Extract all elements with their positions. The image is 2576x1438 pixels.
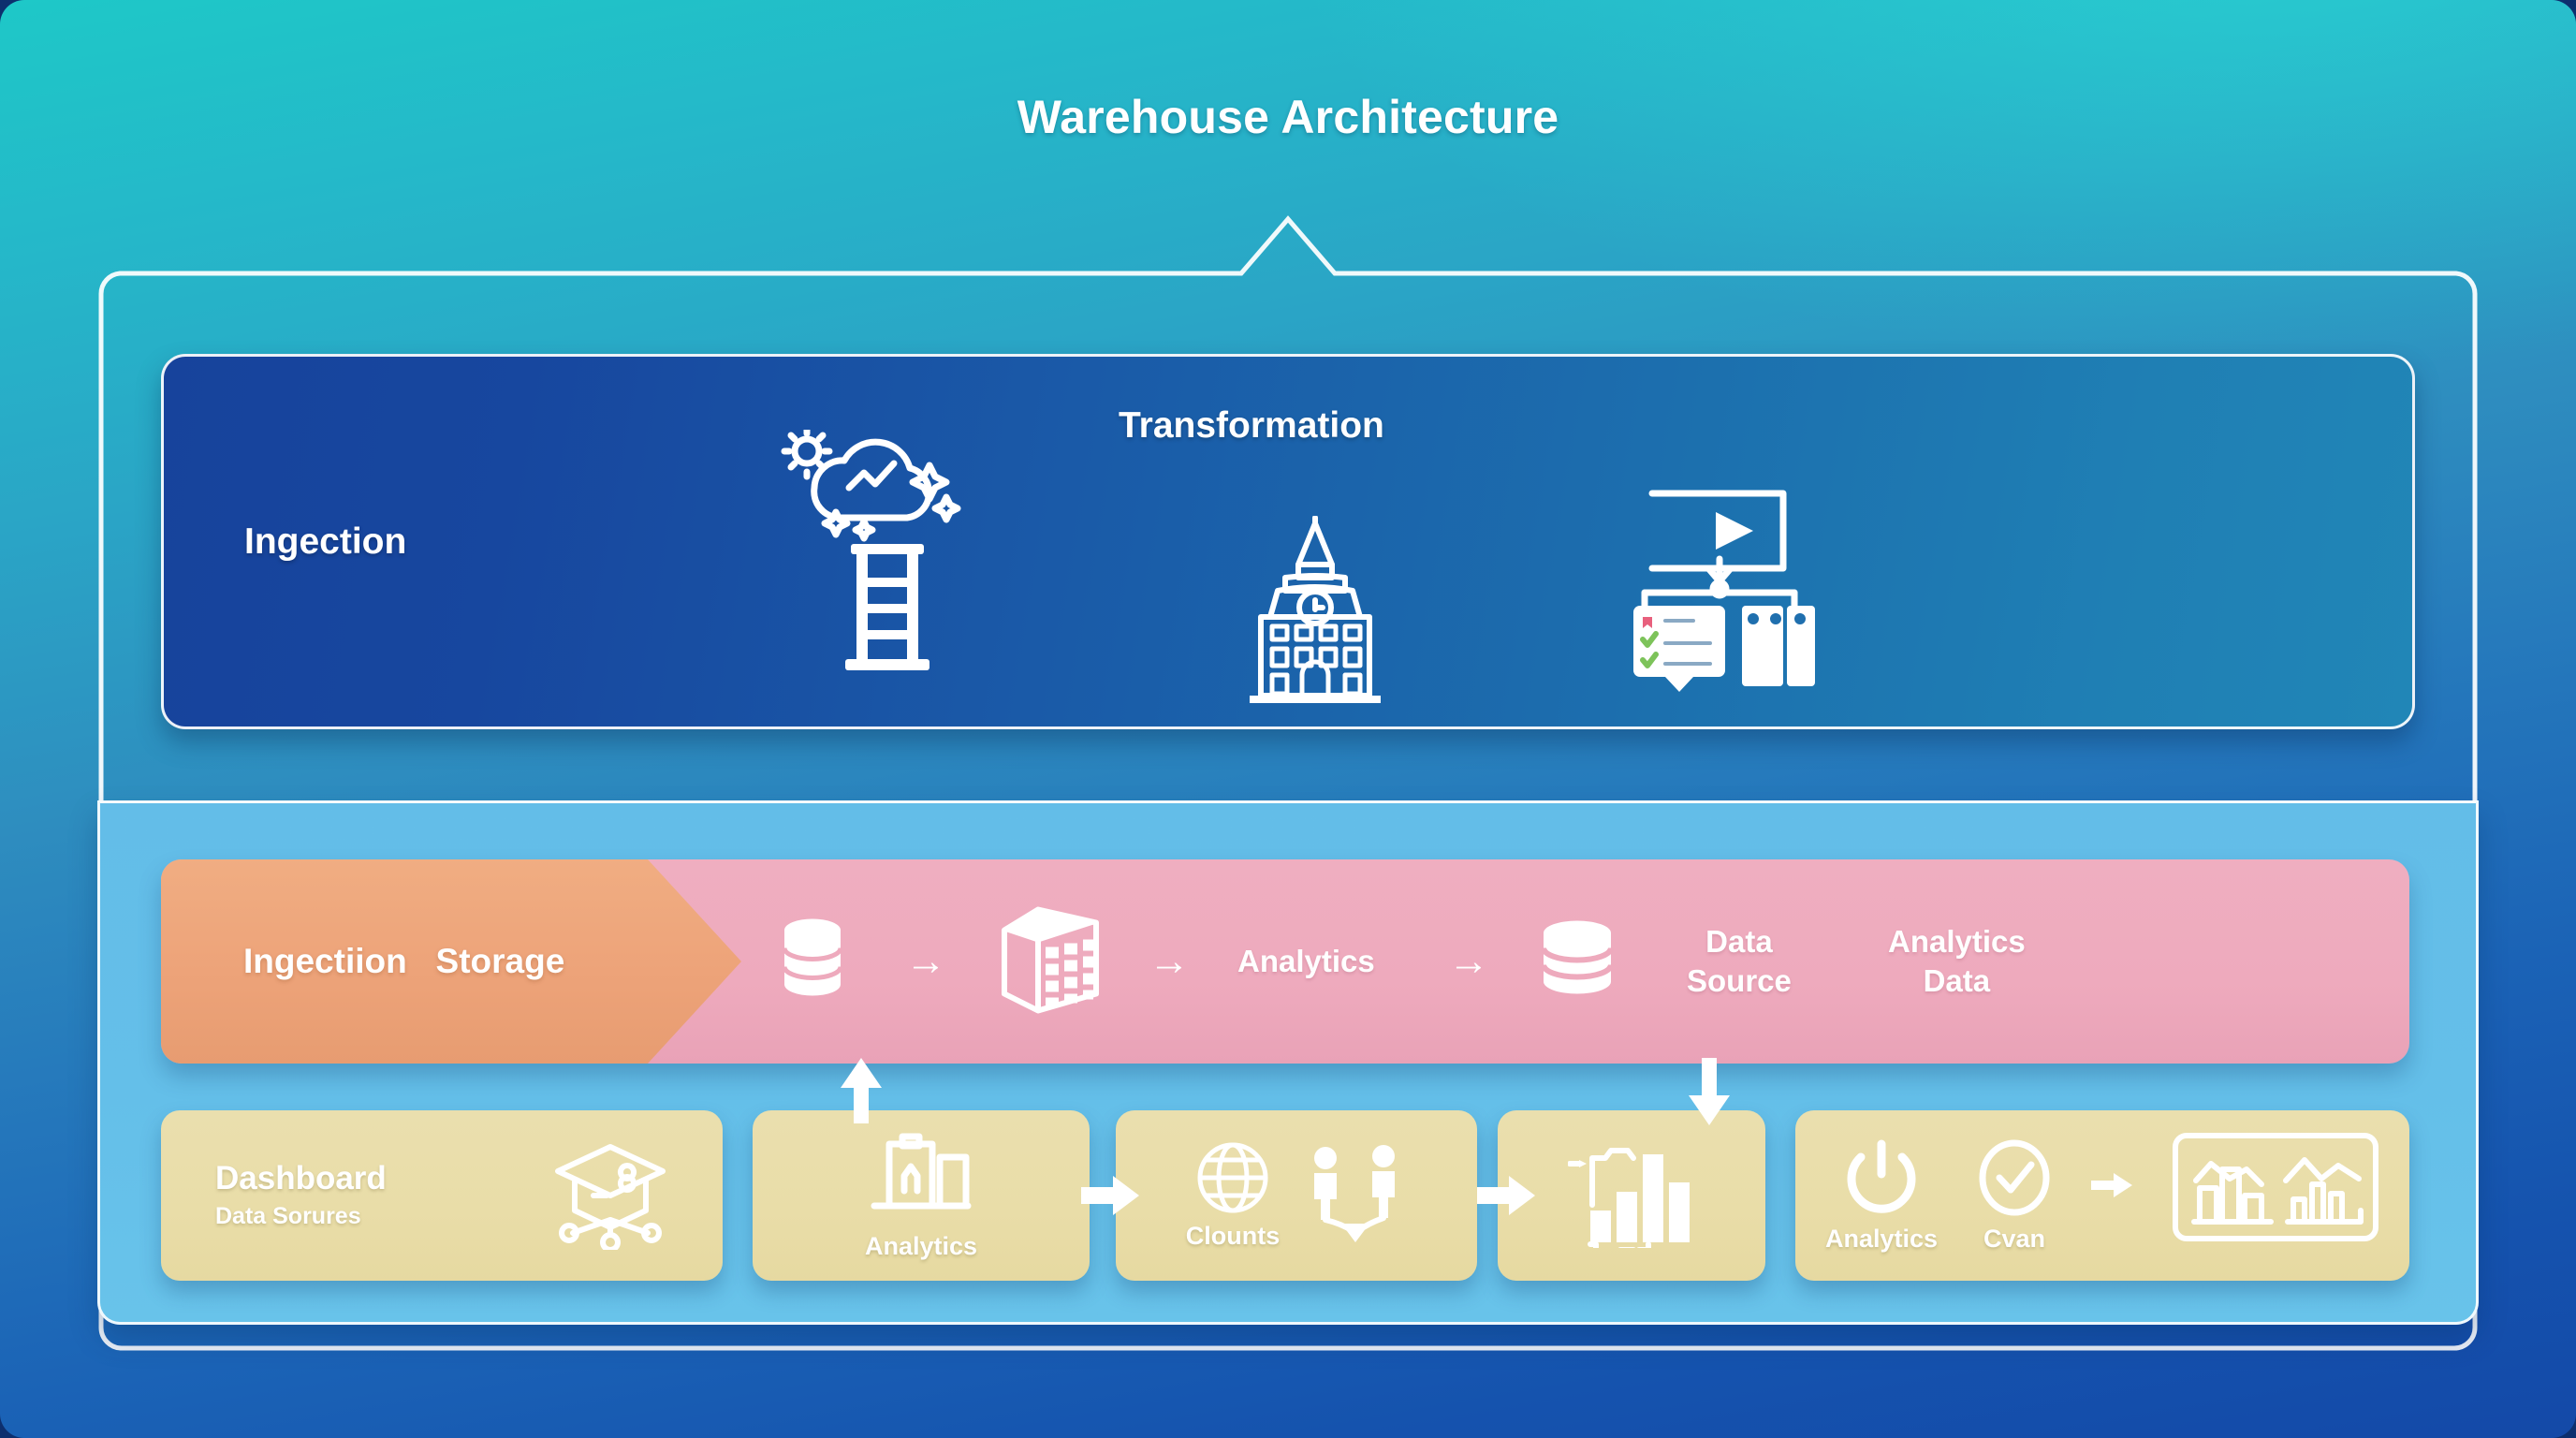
outer-frame-path	[98, 215, 2478, 1351]
pink-arrow-3: →	[1448, 938, 1489, 984]
dashboard-text-block: Dashboard Data Sorures	[215, 1161, 387, 1230]
ladder-tower-icon	[836, 544, 939, 670]
ingection-label: Ingection	[244, 521, 407, 562]
data-source-line1: Data	[1705, 923, 1773, 959]
analytics-clipboard-label: Analytics	[864, 1231, 978, 1260]
dashboard-title: Dashboard	[215, 1160, 387, 1197]
clock-tower-building-icon	[1231, 516, 1399, 703]
storage-analytics-band: Ingectiion Storage →	[161, 859, 2409, 1064]
clounts-group: Clounts	[1185, 1141, 1281, 1251]
page-title: Warehouse Architecture	[1017, 91, 1559, 143]
check-circle-icon	[1977, 1138, 2052, 1217]
right-arrow-analytics-to-clounts	[1081, 1175, 1139, 1216]
analytics-data-line1: Analytics	[1888, 923, 2026, 959]
two-people-merge-arrow-icon	[1304, 1145, 1407, 1242]
video-presentation-checklist-icon	[1633, 478, 1914, 694]
globe-icon	[1196, 1141, 1269, 1214]
ingection-transformation-band: Ingection Transformation	[161, 354, 2415, 729]
dashboard-subtitle: Data Sorures	[215, 1202, 361, 1229]
analytics-data-label: Analytics Data	[1888, 922, 2026, 1001]
database-disc-icon	[1537, 920, 1617, 1004]
power-button-icon	[1842, 1138, 1921, 1217]
card-analytics-cvan[interactable]: Analytics Cvan	[1795, 1110, 2409, 1281]
outer-frame	[97, 215, 2479, 1356]
cvan-arrow-icon	[2091, 1171, 2133, 1199]
analytics-power-group: Analytics	[1825, 1138, 1938, 1254]
ingection-storage-chevron	[161, 859, 741, 1064]
card-dashboard[interactable]: Dashboard Data Sorures	[161, 1110, 723, 1281]
analytics-clipboard-group: Analytics	[865, 1131, 977, 1261]
data-source-line2: Source	[1687, 963, 1792, 998]
bar-chart-icon	[1568, 1143, 1695, 1248]
right-arrow-clounts-to-barchart	[1477, 1175, 1535, 1216]
data-source-label: Data Source	[1687, 922, 1792, 1001]
ingection-storage-label: Ingectiion Storage	[243, 942, 565, 980]
clipboard-chart-icon	[869, 1131, 973, 1225]
pink-arrow-2: →	[1149, 938, 1190, 984]
up-arrow-analytics-to-pink	[833, 1058, 889, 1123]
graduation-cap-network-icon	[552, 1141, 668, 1250]
analytics-power-label: Analytics	[1824, 1224, 1939, 1253]
pink-analytics-label: Analytics	[1237, 944, 1375, 978]
card-barchart[interactable]	[1498, 1110, 1765, 1281]
analytics-data-line2: Data	[1923, 963, 1991, 998]
card-clounts[interactable]: Clounts	[1116, 1110, 1477, 1281]
card-analytics-clipboard[interactable]: Analytics	[753, 1110, 1090, 1281]
chart-panel-icon	[2172, 1132, 2379, 1242]
cvan-label: Cvan	[1983, 1224, 2046, 1253]
database-cylinder-icon	[779, 918, 846, 1005]
server-building-3d-icon	[999, 904, 1102, 1020]
down-arrow-pink-to-barchart	[1681, 1058, 1737, 1125]
transformation-label: Transformation	[1119, 405, 1384, 446]
cloud-sparkle-icon	[763, 430, 988, 542]
cvan-group: Cvan	[1977, 1138, 2052, 1254]
clounts-label: Clounts	[1185, 1221, 1281, 1250]
pink-arrow-1: →	[905, 938, 946, 984]
